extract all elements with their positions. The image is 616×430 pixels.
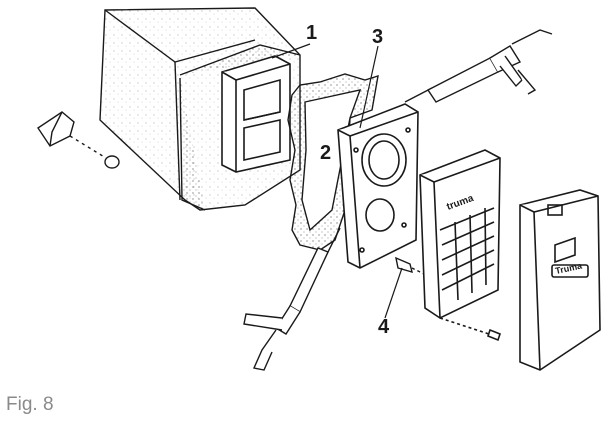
sealant-gasket <box>287 73 379 251</box>
sealant-gun-upper <box>404 29 553 103</box>
installation-frame <box>221 55 291 173</box>
wall-knob <box>37 111 120 169</box>
callout-2: 2 <box>320 142 332 164</box>
sealant-gun-lower <box>243 227 341 371</box>
callout-3: 3 <box>372 26 384 48</box>
callout-leaders <box>271 43 403 319</box>
mounting-plate <box>337 103 419 269</box>
ventilation-grille <box>419 149 501 342</box>
outer-cover <box>519 189 601 371</box>
callout-1: 1 <box>306 22 318 44</box>
callout-4: 4 <box>378 316 390 338</box>
figure-caption: Fig. 8 <box>6 394 54 415</box>
